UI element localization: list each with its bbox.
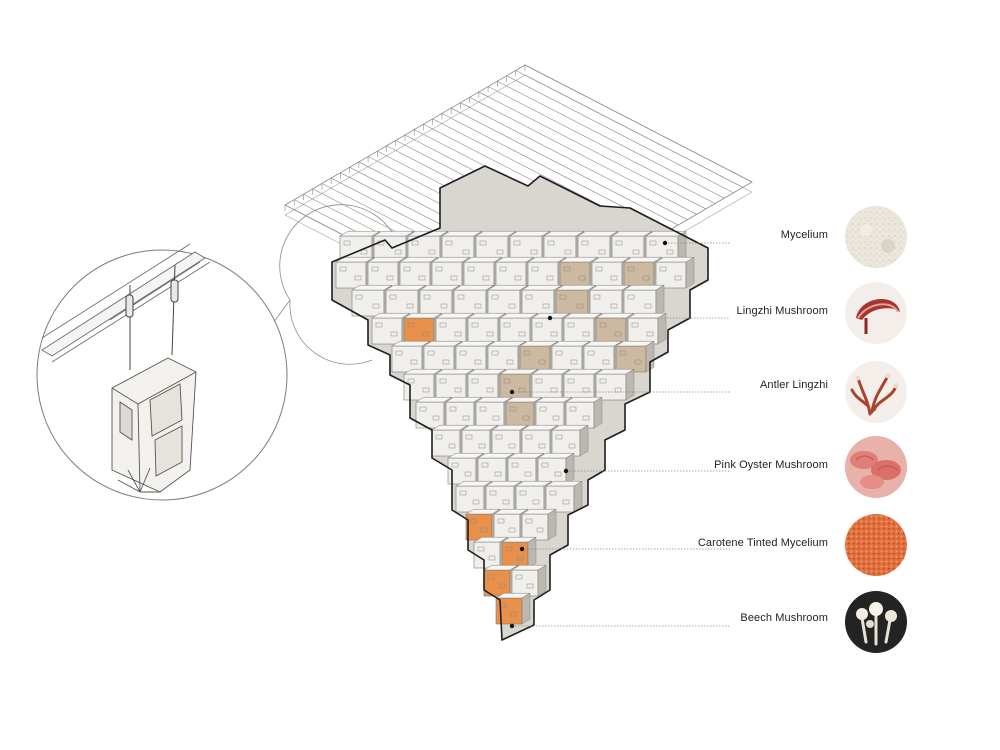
legend-label-mycelium: Mycelium: [780, 229, 828, 241]
leader-lines: [509, 240, 730, 629]
detail-magnifier: [36, 243, 288, 501]
suspension-rail: [41, 243, 211, 363]
pink-oyster-mushroom-thumbnail: [845, 436, 907, 498]
antler-lingzhi-thumbnail: [845, 361, 907, 423]
legend-thumbnails: [845, 206, 907, 653]
legend-label-pink-oyster-mushroom: Pink Oyster Mushroom: [714, 459, 828, 471]
legend-label-beech-mushroom: Beech Mushroom: [740, 612, 828, 624]
module-detail: [111, 357, 197, 493]
hanging-module-cluster: [331, 165, 709, 641]
lingzhi-mushroom-thumbnail: [845, 282, 907, 344]
legend-label-lingzhi-mushroom: Lingzhi Mushroom: [736, 305, 828, 317]
legend-label-antler-lingzhi: Antler Lingzhi: [759, 379, 828, 391]
mycelium-thumbnail: [845, 206, 907, 268]
carotene-tinted-mycelium-thumbnail: [845, 514, 907, 576]
beech-mushroom-thumbnail: [845, 591, 907, 653]
legend-label-carotene-tinted-mycelium: Carotene Tinted Mycelium: [697, 537, 828, 549]
suspension-cables: [125, 264, 179, 370]
